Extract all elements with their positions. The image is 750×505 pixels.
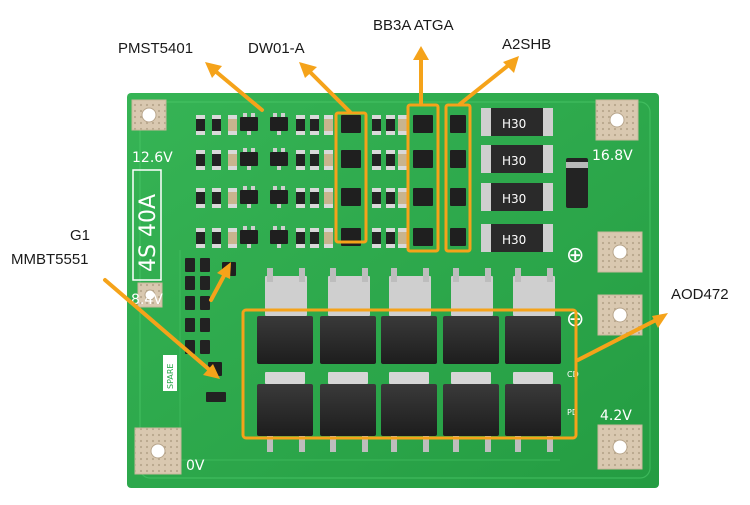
label-12v6: 12.6V xyxy=(132,150,173,166)
smd-components xyxy=(185,113,466,402)
annotation-arrows xyxy=(103,46,668,379)
label-0v: 0V xyxy=(186,458,205,474)
label-a2shb: A2SHB xyxy=(502,36,552,53)
label-8v4: 8.4V xyxy=(131,292,163,308)
label-plus: ⊕ xyxy=(566,243,584,268)
pad-8v4 xyxy=(137,282,163,308)
resistor-2-code: H30 xyxy=(502,154,526,168)
label-config: 4S 40A xyxy=(136,194,161,272)
resistor-3-code: H30 xyxy=(502,192,526,206)
pad-4v2 xyxy=(597,424,643,470)
diode xyxy=(566,158,588,208)
box-bb3a xyxy=(406,103,440,253)
pad-16v8 xyxy=(595,99,639,141)
label-cd: CD xyxy=(567,370,579,379)
box-a2shb xyxy=(444,103,472,253)
pad-plus xyxy=(597,231,643,273)
label-aod472: AOD472 xyxy=(671,286,729,303)
label-pd: PD xyxy=(567,408,578,417)
shunt-resistors: H30 H30 H30 H30 xyxy=(481,108,553,252)
label-16v8: 16.8V xyxy=(592,148,633,164)
label-bb3a-atga: BB3A ATGA xyxy=(373,17,454,34)
box-aod472 xyxy=(241,308,578,440)
pad-minus xyxy=(597,294,643,336)
resistor-4-code: H30 xyxy=(502,233,526,247)
label-pmst5401: PMST5401 xyxy=(118,40,194,57)
label-4v2: 4.2V xyxy=(600,408,632,424)
label-spare: SPARE xyxy=(166,364,175,389)
pad-12v6 xyxy=(131,99,167,131)
pad-0v xyxy=(134,427,182,475)
mosfet-array xyxy=(257,268,561,452)
label-mmbt5551: MMBT5551 xyxy=(11,251,89,268)
label-g1: G1 xyxy=(70,227,91,244)
resistor-1-code: H30 xyxy=(502,117,526,131)
label-dw01a: DW01-A xyxy=(248,40,305,57)
